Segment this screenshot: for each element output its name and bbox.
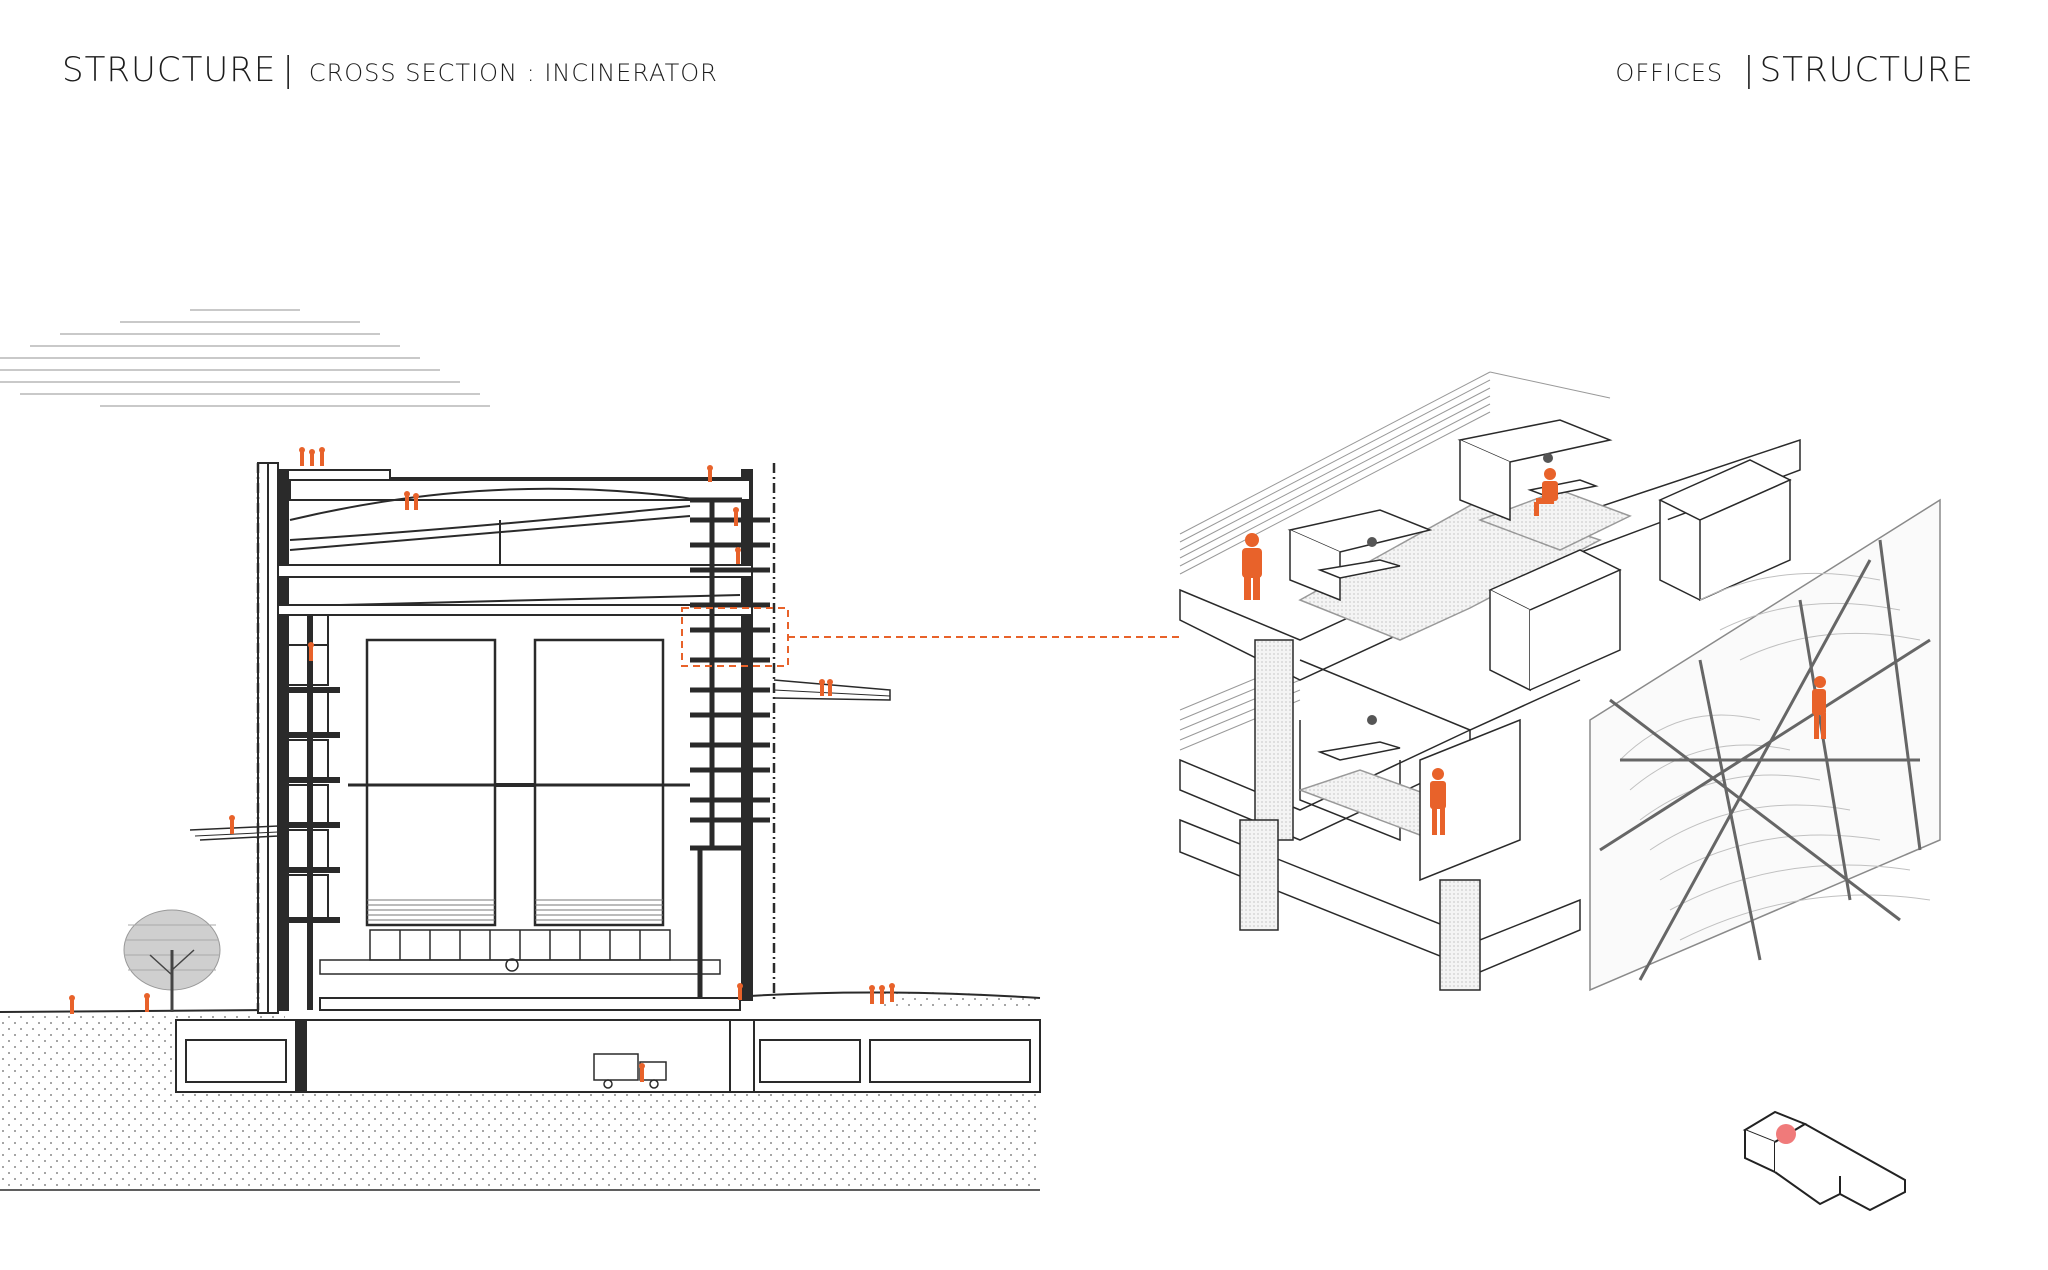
page-subtitle: CROSS SECTION : INCINERATOR (308, 59, 718, 87)
office-people (1242, 468, 1826, 835)
detail-callout-box (681, 607, 789, 667)
section-people (69, 447, 895, 1082)
office-axonometric (1179, 371, 1801, 991)
section-label: OFFICES (1615, 59, 1724, 87)
section-title: STRUCTURE (1759, 50, 1974, 90)
page-title: STRUCTURE (62, 50, 277, 90)
bunker-left (365, 638, 497, 927)
header-left: STRUCTURE| CROSS SECTION : INCINERATOR (62, 50, 718, 90)
tree-icon (123, 909, 221, 1012)
facade-structure (1589, 498, 1941, 992)
cross-section-drawing (0, 309, 1041, 1191)
bunker-right (533, 638, 665, 927)
key-plan-icon (1742, 1110, 1906, 1212)
right-separator: | (1743, 50, 1756, 90)
header-right: OFFICES |STRUCTURE (1615, 50, 1974, 90)
cloud-lines (0, 309, 490, 407)
right-floors (690, 497, 770, 1000)
title-separator: | (282, 50, 295, 90)
